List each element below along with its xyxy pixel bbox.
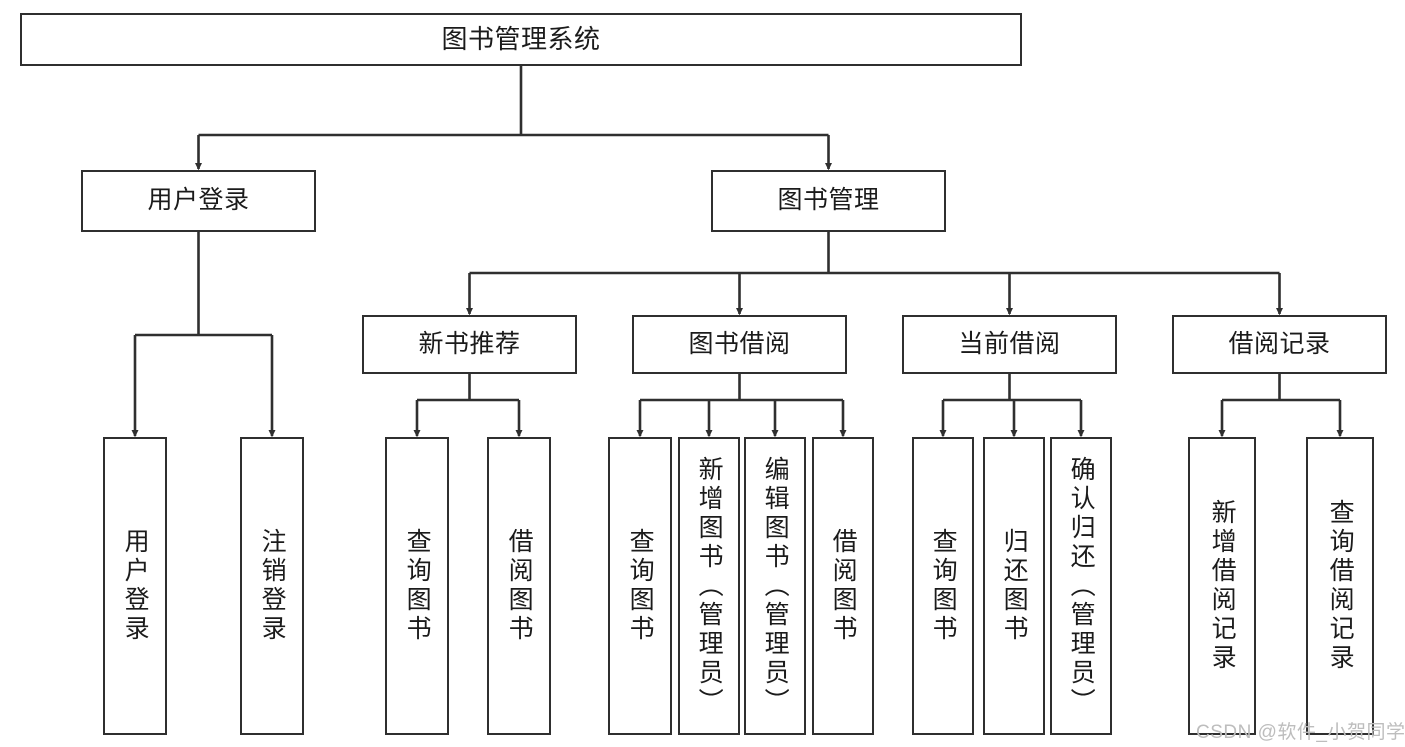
node-borrow-record[interactable]: 借阅记录: [1172, 315, 1387, 374]
node-label: 新增图书（管理员）: [695, 455, 724, 717]
node-label: 确认归还（管理员）: [1067, 455, 1096, 717]
node-user-login[interactable]: 用户登录: [81, 170, 316, 232]
node-label: 用户登录: [121, 528, 150, 644]
watermark-text: CSDN @软件_小贺同学: [1196, 722, 1405, 743]
node-leaf-rec-query[interactable]: 查询图书: [385, 437, 449, 735]
node-leaf-bb-borrow[interactable]: 借阅图书: [812, 437, 874, 735]
node-leaf-cb-query[interactable]: 查询图书: [912, 437, 974, 735]
node-leaf-user-logout[interactable]: 注销登录: [240, 437, 304, 735]
node-leaf-bb-edit[interactable]: 编辑图书（管理员）: [744, 437, 806, 735]
node-label: 查询图书: [403, 528, 432, 644]
node-label: 借阅图书: [505, 528, 534, 644]
edges: [131, 66, 1344, 438]
node-leaf-rec-borrow[interactable]: 借阅图书: [487, 437, 551, 735]
node-label: 借阅记录: [1228, 329, 1331, 358]
node-leaf-cb-confirm[interactable]: 确认归还（管理员）: [1050, 437, 1112, 735]
node-leaf-br-query[interactable]: 查询借阅记录: [1306, 437, 1374, 735]
node-leaf-user-login[interactable]: 用户登录: [103, 437, 167, 735]
node-label: 图书管理: [777, 186, 880, 215]
node-new-book-rec[interactable]: 新书推荐: [362, 315, 577, 374]
node-label: 编辑图书（管理员）: [761, 455, 790, 717]
node-label: 查询图书: [626, 528, 655, 644]
node-leaf-cb-return[interactable]: 归还图书: [983, 437, 1045, 735]
node-label: 图书借阅: [688, 329, 791, 358]
node-label: 查询借阅记录: [1326, 499, 1355, 673]
node-label: 新增借阅记录: [1208, 499, 1237, 673]
node-label: 借阅图书: [829, 528, 858, 644]
node-book-borrow[interactable]: 图书借阅: [632, 315, 847, 374]
node-book-manage[interactable]: 图书管理: [711, 170, 946, 232]
node-root[interactable]: 图书管理系统: [20, 13, 1022, 66]
node-label: 新书推荐: [418, 329, 521, 358]
node-label: 归还图书: [1000, 528, 1029, 644]
node-current-borrow[interactable]: 当前借阅: [902, 315, 1117, 374]
node-label: 用户登录: [147, 186, 250, 215]
node-leaf-br-add[interactable]: 新增借阅记录: [1188, 437, 1256, 735]
node-label: 查询图书: [929, 528, 958, 644]
node-label: 当前借阅: [958, 329, 1061, 358]
node-leaf-bb-query[interactable]: 查询图书: [608, 437, 672, 735]
node-leaf-bb-add[interactable]: 新增图书（管理员）: [678, 437, 740, 735]
node-label: 图书管理系统: [441, 24, 601, 55]
node-label: 注销登录: [258, 528, 287, 644]
